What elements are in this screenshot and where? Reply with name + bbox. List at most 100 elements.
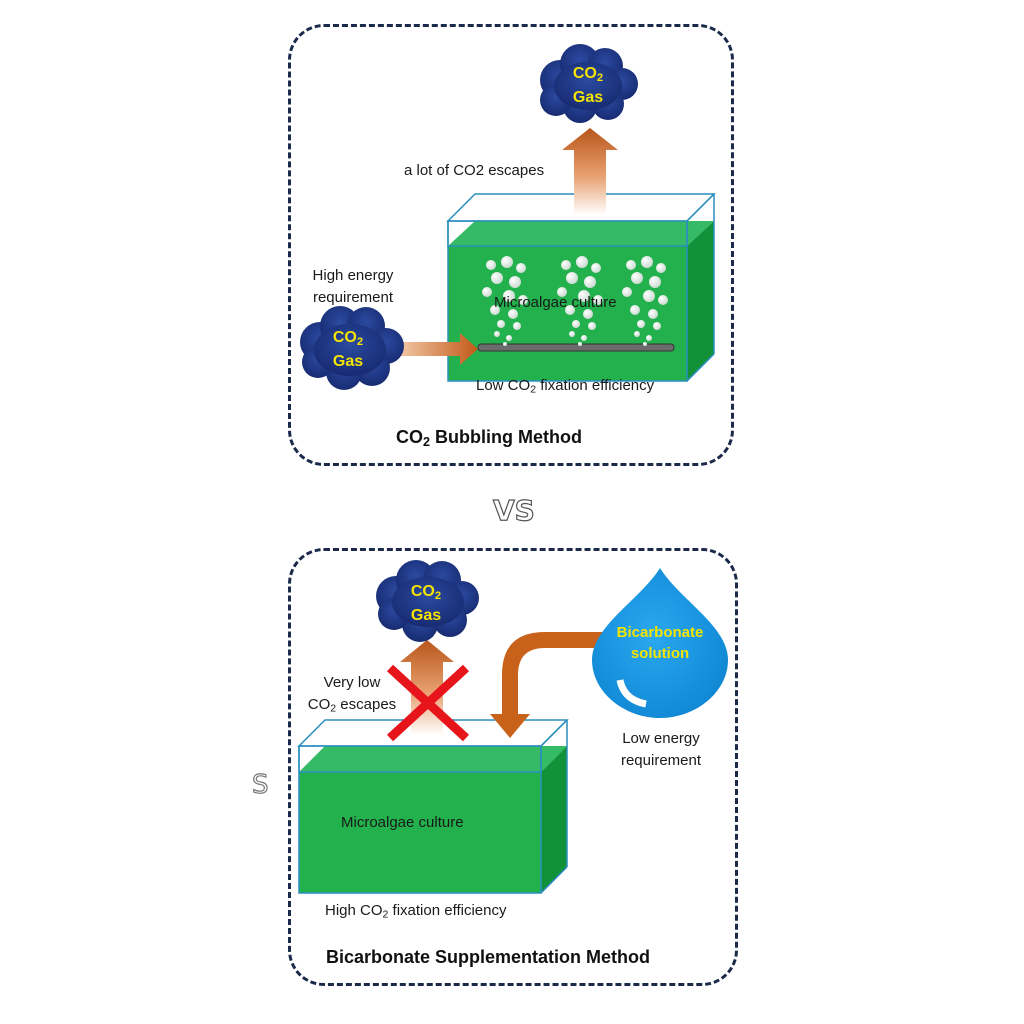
bubble: [490, 305, 500, 315]
high-fixation-prefix: High CO: [325, 902, 383, 919]
bubble: [643, 290, 655, 302]
bottom-cloud-icon: [376, 560, 479, 642]
left-cloud-co: CO: [332, 329, 357, 346]
bottom-cloud-gas: Gas: [410, 606, 442, 624]
high-energy-line1: High energy: [312, 267, 394, 284]
high-fixation-label: High CO2 fixation efficiency: [325, 900, 507, 926]
top-cloud-sub: 2: [596, 71, 604, 84]
bubble: [626, 260, 636, 270]
bubble: [622, 287, 632, 297]
bicarbonate-method-title: Bicarbonate Supplementation Method: [326, 947, 651, 967]
bubble: [576, 256, 588, 268]
bubble: [591, 263, 601, 273]
top-cloud-co: CO: [572, 65, 597, 82]
bubbling-method-panel: [288, 24, 734, 466]
top-cloud-label: CO2 Gas: [558, 64, 618, 108]
bubble: [634, 331, 640, 337]
bubble: [653, 322, 661, 330]
bubble: [491, 272, 503, 284]
bubble: [631, 272, 643, 284]
droplet-highlight: [616, 679, 647, 708]
bubble: [506, 335, 512, 341]
bottom-tank-side: [541, 746, 567, 893]
bicarbonate-feed-arrow: [490, 632, 608, 738]
sparger-pipe: [477, 343, 675, 352]
bubble: [658, 295, 668, 305]
bubble: [569, 331, 575, 337]
high-energy-line2: requirement: [312, 289, 394, 306]
bubble: [583, 309, 593, 319]
bicarbonate-label: Bicarbonate solution: [602, 622, 718, 664]
low-energy-line2: requirement: [620, 752, 702, 769]
left-cloud-gas: Gas: [332, 352, 364, 370]
low-energy-line1: Low energy: [622, 730, 700, 747]
bubble: [497, 320, 505, 328]
top-inlet-arrow: [398, 333, 478, 365]
bubble: [503, 342, 507, 346]
very-low-sub: 2: [330, 702, 337, 715]
bubble: [648, 309, 658, 319]
title-co: CO: [396, 427, 423, 447]
bicarbonate-method-panel: [288, 548, 738, 986]
bubble: [566, 272, 578, 284]
bubble: [565, 305, 575, 315]
left-cloud-sub: 2: [356, 335, 364, 348]
low-energy-label: Low energy requirement: [606, 728, 716, 772]
bubbles: [482, 256, 668, 346]
very-low-escapes: escapes: [336, 696, 397, 713]
bubble: [578, 342, 582, 346]
low-fixation-suffix: fixation efficiency: [536, 377, 655, 394]
bubble: [646, 335, 652, 341]
high-energy-label: High energy requirement: [300, 265, 406, 309]
escape-label: a lot of CO2 escapes: [404, 162, 545, 179]
bicarbonate-droplet-icon: [592, 568, 728, 718]
high-fixation-suffix: fixation efficiency: [388, 902, 507, 919]
low-fixation-prefix: Low CO: [476, 377, 531, 394]
bubble: [508, 309, 518, 319]
bubble: [630, 305, 640, 315]
bubble: [516, 263, 526, 273]
bubble: [561, 260, 571, 270]
top-cloud-gas: Gas: [572, 88, 604, 106]
top-tank-liquid-top: [448, 221, 714, 246]
bubble: [584, 276, 596, 288]
bubble: [494, 331, 500, 337]
top-escape-arrow: [562, 128, 618, 215]
bubbling-method-title: CO2 Bubbling Method: [396, 427, 582, 449]
very-low-co: CO: [307, 696, 331, 713]
bubble: [637, 320, 645, 328]
bubble: [581, 335, 587, 341]
bubble: [503, 290, 515, 302]
bottom-tank-liquid-top: [299, 746, 567, 772]
bubble: [513, 322, 521, 330]
bottom-cloud-co: CO: [410, 583, 435, 600]
bubble: [641, 256, 653, 268]
bubble: [656, 263, 666, 273]
bottom-cloud-label: CO2 Gas: [396, 582, 456, 626]
bottom-tank-front: [299, 772, 541, 893]
top-tank: [446, 193, 716, 382]
bubble: [557, 287, 567, 297]
bubble: [509, 276, 521, 288]
bubble: [518, 295, 528, 305]
left-cloud-icon: [300, 306, 404, 390]
blocked-cross-icon: [386, 664, 470, 742]
bubble: [593, 295, 603, 305]
bubble: [572, 320, 580, 328]
bubble: [486, 260, 496, 270]
bubble: [501, 256, 513, 268]
stray-glyph: S: [251, 769, 269, 800]
vs-label: VS: [492, 493, 535, 527]
low-fixation-sub: 2: [530, 383, 537, 396]
top-cloud-icon: [540, 44, 638, 123]
high-fixation-sub: 2: [382, 908, 389, 921]
title-sub: 2: [423, 435, 431, 450]
bubble: [482, 287, 492, 297]
bubble: [649, 276, 661, 288]
very-low-escape-label: Very low CO2 escapes: [300, 672, 404, 720]
left-cloud-label: CO2 Gas: [318, 328, 378, 372]
title-suffix: Bubbling Method: [430, 427, 582, 447]
bicarbonate-line1: Bicarbonate: [616, 624, 704, 641]
bottom-cloud-sub: 2: [434, 589, 442, 602]
